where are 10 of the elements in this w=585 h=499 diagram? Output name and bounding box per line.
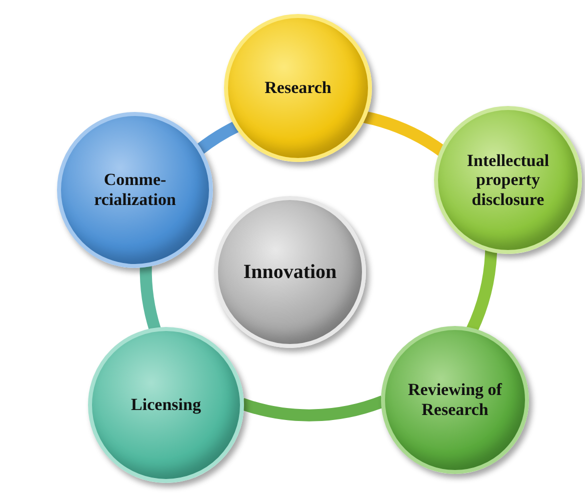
node-label: Innovation bbox=[243, 260, 337, 284]
node-label: Research bbox=[264, 78, 332, 98]
node-label: Intellectual property disclosure bbox=[466, 150, 550, 210]
ring-connector bbox=[140, 265, 161, 332]
node-label: Reviewing of Research bbox=[407, 380, 504, 420]
node-label: Licensing bbox=[131, 395, 201, 415]
circle-node bbox=[214, 196, 366, 348]
ring-connector bbox=[466, 250, 498, 332]
ring-connector bbox=[362, 111, 446, 156]
node-label: Comme-rcialization bbox=[93, 170, 177, 210]
